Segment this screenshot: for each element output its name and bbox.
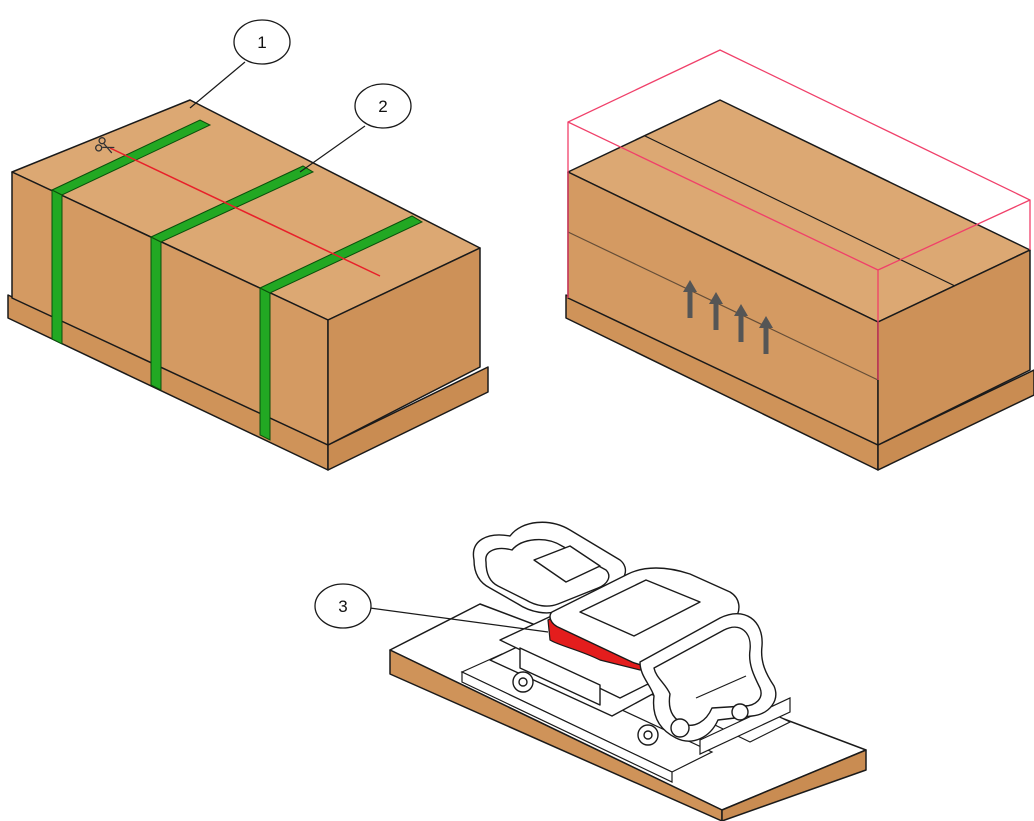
strap-top-2 — [149, 165, 315, 243]
chair-on-pallet — [389, 521, 867, 821]
opened-box — [565, 49, 1034, 471]
cut-line — [109, 147, 381, 277]
chair-backrest — [472, 521, 627, 614]
pallet-left-face — [389, 649, 723, 821]
callout-1: 1 — [189, 19, 291, 109]
box-right-face — [877, 249, 1031, 446]
chair-legrest — [639, 612, 777, 742]
scissors-icon — [95, 137, 115, 154]
callout-2-label: 2 — [378, 97, 387, 116]
callout-2: 2 — [299, 83, 412, 173]
pallet-base-right-face — [327, 366, 489, 471]
lifted-lid-outline — [567, 49, 1031, 380]
strap-front-2 — [150, 236, 162, 391]
strapped-crate — [7, 99, 489, 471]
strap-top-3 — [258, 215, 424, 294]
pallet-base-right-face — [877, 369, 1034, 471]
strap-front-3 — [259, 287, 271, 441]
this-side-up-arrows-icon — [683, 280, 773, 354]
callout-3-label: 3 — [338, 597, 347, 616]
box-right-face — [327, 247, 481, 446]
pallet-right-face — [721, 749, 867, 821]
callout-3: 3 — [314, 583, 549, 633]
callout-1-label: 1 — [257, 33, 266, 52]
strap-front-1 — [51, 189, 63, 345]
